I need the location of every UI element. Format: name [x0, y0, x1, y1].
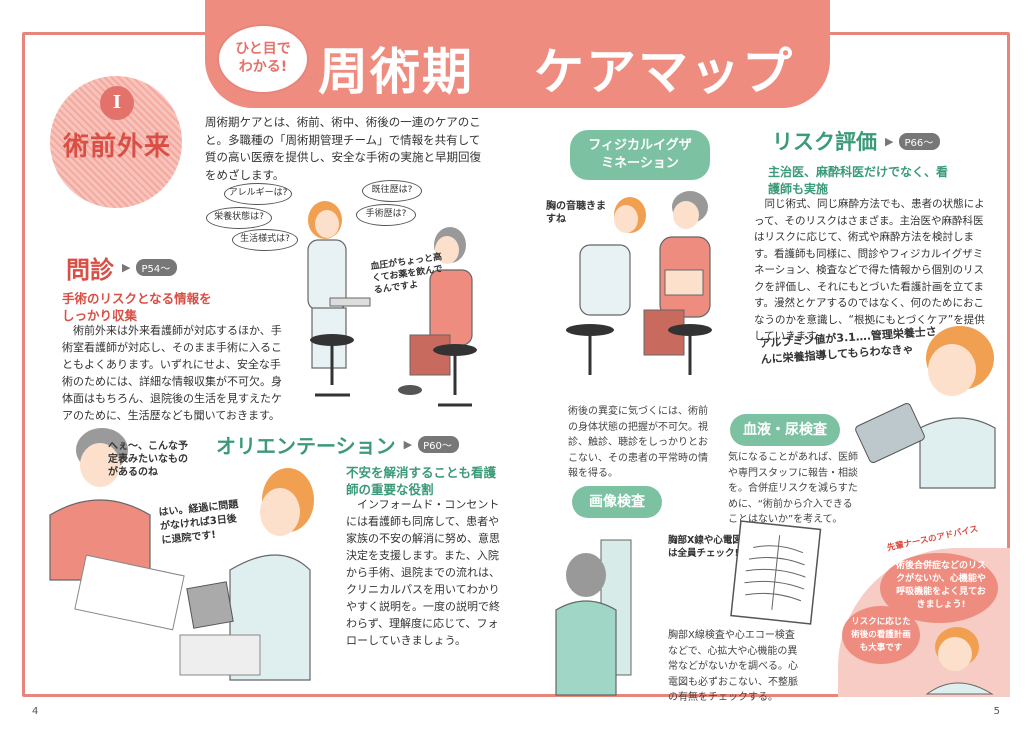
imaging-xray-note: 胸部X線や心電図は全員チェック! — [668, 535, 742, 559]
physical-illustration — [566, 191, 712, 375]
intro-text: 周術期ケアとは、術前、術中、術後の一連のケアのこと。多職種の「周術期管理チーム」… — [205, 115, 481, 182]
interview-bubble: 生活様式は? — [232, 229, 298, 251]
risk-title: リスク評価 — [762, 126, 887, 156]
imaging-title: 画像検査 — [572, 486, 662, 518]
interview-bubble: 栄養状態は? — [206, 207, 272, 229]
orientation-heading: オリエンテーション ▶ P60〜 — [206, 430, 459, 459]
physical-nurse-note: 胸の音聴きますね — [546, 201, 606, 225]
monshin-ref: P54〜 — [136, 259, 178, 276]
section-title: 術前外来 — [62, 132, 171, 162]
interview-illustration — [307, 201, 477, 407]
advice-nurse-illustration — [925, 627, 994, 695]
orientation-ref: P60〜 — [418, 436, 459, 453]
title-part1: 周術期 — [318, 43, 474, 101]
orientation-patient-note: へぇ〜、こんな予定表みたいなものがあるのね — [108, 441, 188, 478]
title-dots: ⋯ — [304, 70, 318, 86]
orientation-title: オリエンテーション — [206, 430, 406, 459]
risk-illustration — [855, 326, 996, 489]
interview-bubble: 既往歴は? — [362, 180, 422, 202]
page-title: 周術期 ケアマップ — [318, 32, 794, 104]
title-bubble-line1: ひと目で — [235, 41, 291, 57]
monshin-heading: 問診 ▶ P54〜 — [56, 250, 178, 285]
risk-ref: P66〜 — [899, 132, 941, 150]
risk-body: 同じ術式、同じ麻酔方法でも、患者の状態によって、そのリスクはさまざま。主治医や麻… — [754, 198, 985, 342]
orientation-body: インフォームド・コンセントには看護師も同席して、患者や家族の不安の解消に努め、意… — [346, 498, 500, 647]
title-bubble-line2: わかる! — [238, 59, 288, 75]
title-bubble: ひと目で わかる! — [217, 24, 309, 94]
risk-subtitle: 主治医、麻酔科医だけでなく、看護師も実施 — [768, 165, 949, 196]
physical-title: フィジカルイグザミネーション — [570, 130, 710, 180]
orientation-subtitle: 不安を解消することも看護師の重要な役割 — [346, 465, 497, 497]
orientation-illustration — [49, 428, 314, 681]
interview-bubble: 手術歴は? — [356, 204, 416, 226]
orientation-nurse-note: はい。経過に問題がなければ3日後に退院です! — [158, 499, 239, 547]
arrow-icon: ▶ — [885, 134, 894, 148]
advice-bubble: リスクに応じた術後の看護計画も大事です — [842, 606, 920, 664]
imaging-body: 胸部X線検査や心エコー検査などで、心拡大や心機能の異常などがないかを調べる。心電… — [668, 630, 798, 703]
imaging-illustration — [555, 520, 822, 696]
monshin-subtitle: 手術のリスクとなる情報をしっかり収集 — [62, 291, 212, 323]
page-number-left: 4 — [32, 706, 39, 717]
title-part2: ケアマップ — [534, 43, 794, 101]
page-number-right: 5 — [993, 706, 1000, 717]
physical-body: 術後の異変に気づくには、術前の身体状態の把握が不可欠。視診、触診、聴診をしっかり… — [568, 406, 708, 479]
arrow-icon: ▶ — [122, 261, 131, 274]
blood-body: 気になることがあれば、医師や専門スタッフに報告・相談を。合併症リスクを減らすため… — [728, 452, 858, 525]
blood-title: 血液・尿検査 — [730, 414, 840, 446]
arrow-icon: ▶ — [403, 438, 413, 451]
monshin-title: 問診 — [56, 250, 124, 285]
title-tab — [205, 0, 830, 108]
interview-bubble: アレルギーは? — [224, 183, 292, 205]
section-number: Ⅰ — [100, 86, 134, 120]
monshin-body: 術前外来は外来看護師が対応するほか、手術室看護師が対応し、そのまま手術に入ること… — [62, 324, 282, 422]
risk-heading: リスク評価 ▶ P66〜 — [762, 126, 941, 156]
